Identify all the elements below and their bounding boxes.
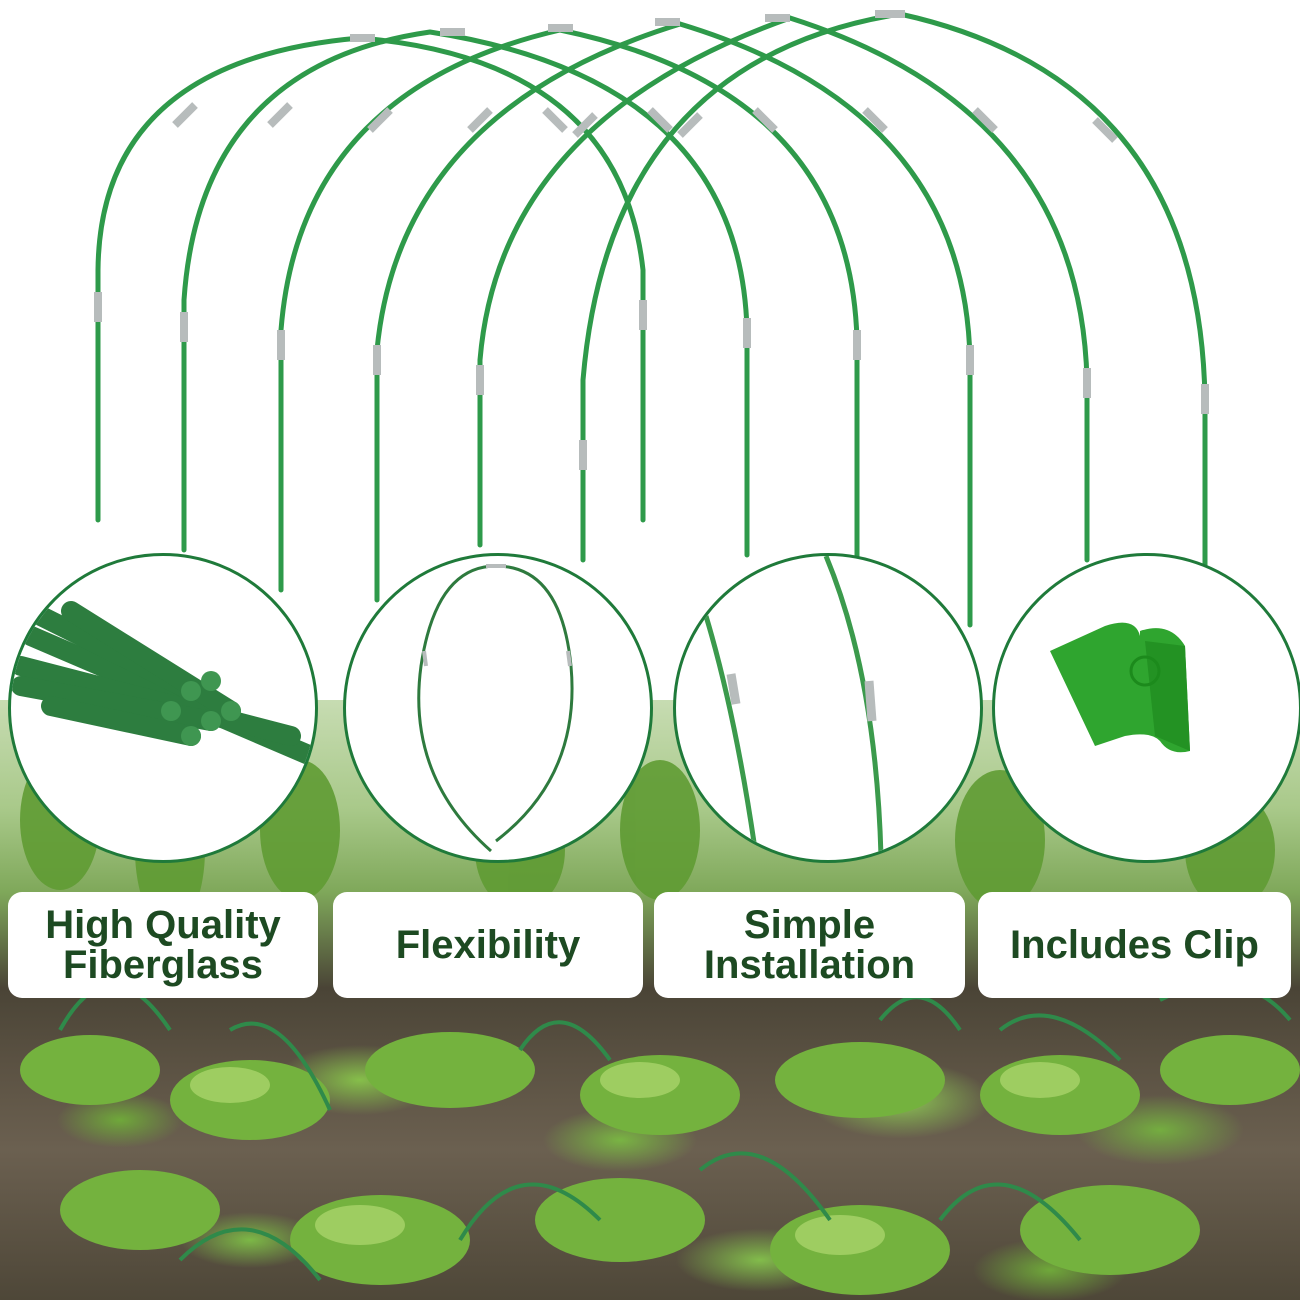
label-simple-installation: Simple Installation — [654, 892, 965, 998]
label-line: High Quality — [45, 903, 281, 947]
label-high-quality-fiberglass: High Quality Fiberglass — [8, 892, 318, 998]
hoop-arches-illustration — [94, 10, 1209, 628]
label-line: Simple — [743, 903, 876, 947]
label-includes-clip: Includes Clip — [978, 892, 1291, 998]
bent-hoop-icon — [417, 564, 574, 853]
label-flexibility: Flexibility — [333, 892, 643, 998]
fiberglass-circle — [8, 553, 318, 863]
installation-circle — [673, 553, 983, 863]
flexibility-circle — [343, 553, 653, 863]
hoop-connector-icon — [703, 556, 884, 857]
clip-circle — [992, 553, 1300, 863]
label-line: Fiberglass — [62, 943, 264, 987]
clip-icon — [1050, 622, 1190, 753]
label-line: Includes Clip — [1010, 923, 1259, 967]
label-line: Installation — [703, 943, 916, 987]
label-line: Flexibility — [395, 923, 581, 967]
fiberglass-rods-icon — [11, 601, 315, 766]
